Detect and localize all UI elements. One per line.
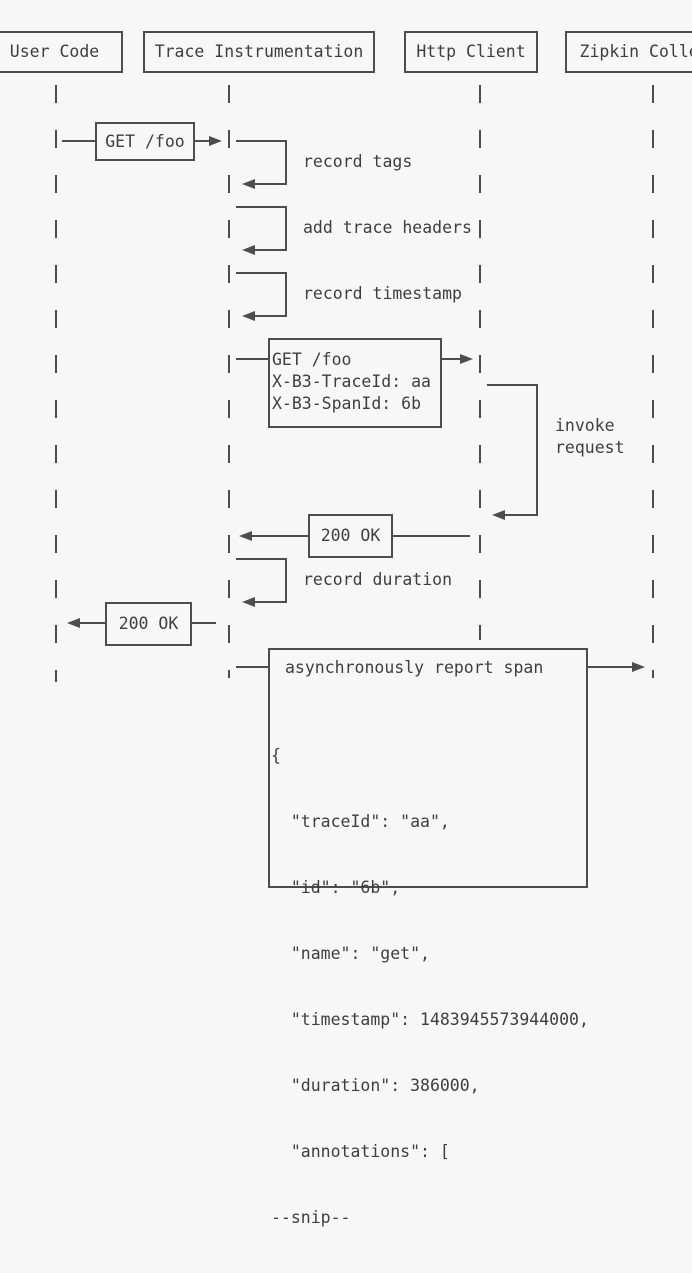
message-box-200-ok-to-user: 200 OK xyxy=(105,602,192,646)
span-json-block: { "traceId": "aa", "id": "6b", "name": "… xyxy=(271,701,589,1273)
self-call-label-add-trace-headers: add trace headers xyxy=(303,218,472,237)
participant-http-client: Http Client xyxy=(404,31,538,73)
participant-label: User Code xyxy=(9,42,100,61)
report-span-title: asynchronously report span xyxy=(285,658,544,677)
span-json-line: "name": "get", xyxy=(271,944,430,963)
message-box-200-ok-to-instrumentation: 200 OK xyxy=(308,514,393,558)
arrow-left-icon xyxy=(242,245,255,255)
participant-label: Trace Instrumentation xyxy=(154,42,364,61)
arrow-right-icon xyxy=(632,662,645,672)
message-label: 200 OK xyxy=(118,614,179,633)
span-json-line: "annotations": [ xyxy=(271,1142,450,1161)
participant-zipkin-collector: Zipkin Collector xyxy=(565,31,692,73)
message-line xyxy=(192,622,216,624)
span-json-line: "traceId": "aa", xyxy=(271,812,450,831)
participant-user-code: User Code xyxy=(0,31,123,73)
arrow-right-icon xyxy=(460,354,473,364)
traced-request-line: X-B3-SpanId: 6b xyxy=(272,394,422,413)
arrow-left-icon xyxy=(242,597,255,607)
lifeline-zipkin-collector xyxy=(652,85,654,678)
lifeline-user-code xyxy=(55,85,57,682)
message-line xyxy=(236,358,268,360)
self-call-line xyxy=(252,315,287,317)
message-label: 200 OK xyxy=(320,526,381,545)
self-call-line xyxy=(536,384,538,516)
self-call-line xyxy=(285,272,287,317)
self-call-line xyxy=(503,514,538,516)
self-call-line xyxy=(252,249,287,251)
message-line xyxy=(195,140,210,142)
self-call-line xyxy=(285,206,287,251)
participant-trace-instrumentation: Trace Instrumentation xyxy=(143,31,375,73)
message-line xyxy=(252,535,308,537)
sequence-diagram: User Code Trace Instrumentation Http Cli… xyxy=(0,31,692,1227)
message-line xyxy=(442,358,461,360)
message-box-report-span xyxy=(268,648,588,888)
arrow-left-icon xyxy=(242,311,255,321)
self-call-label-record-timestamp: record timestamp xyxy=(303,284,462,303)
self-call-line xyxy=(236,206,287,208)
self-call-line xyxy=(252,183,287,185)
self-call-line xyxy=(285,140,287,185)
message-box-get-foo: GET /foo xyxy=(95,122,195,161)
span-json-line: "timestamp": 1483945573944000, xyxy=(271,1010,589,1029)
arrow-left-icon xyxy=(67,618,80,628)
self-call-line xyxy=(285,558,287,603)
lifeline-trace-instrumentation xyxy=(228,85,230,678)
arrow-left-icon xyxy=(492,510,505,520)
lifeline-http-client xyxy=(479,85,481,640)
message-line xyxy=(588,666,633,668)
participant-label: Http Client xyxy=(416,42,526,61)
span-json-line: "id": "6b", xyxy=(271,878,401,897)
self-call-label-record-tags: record tags xyxy=(303,152,413,171)
message-line xyxy=(236,666,268,668)
message-line xyxy=(62,140,95,142)
self-call-label-invoke: invoke xyxy=(555,416,615,435)
message-line xyxy=(80,622,105,624)
span-json-line: --snip-- xyxy=(271,1208,351,1227)
participant-label: Zipkin Collector xyxy=(579,42,692,61)
arrow-left-icon xyxy=(239,531,252,541)
self-call-label-record-duration: record duration xyxy=(303,570,453,589)
span-json-line: { xyxy=(271,746,281,765)
self-call-label-request: request xyxy=(555,438,625,457)
traced-request-line: X-B3-TraceId: aa xyxy=(272,372,431,391)
message-line xyxy=(393,535,470,537)
message-box-traced-request xyxy=(268,338,442,428)
self-call-line xyxy=(236,272,287,274)
arrow-right-icon xyxy=(209,136,222,146)
self-call-line xyxy=(236,140,287,142)
arrow-left-icon xyxy=(242,179,255,189)
message-label: GET /foo xyxy=(105,131,185,151)
self-call-line xyxy=(252,601,287,603)
self-call-line xyxy=(487,384,538,386)
span-json-line: "duration": 386000, xyxy=(271,1076,480,1095)
self-call-line xyxy=(236,558,287,560)
traced-request-line: GET /foo xyxy=(272,350,352,369)
